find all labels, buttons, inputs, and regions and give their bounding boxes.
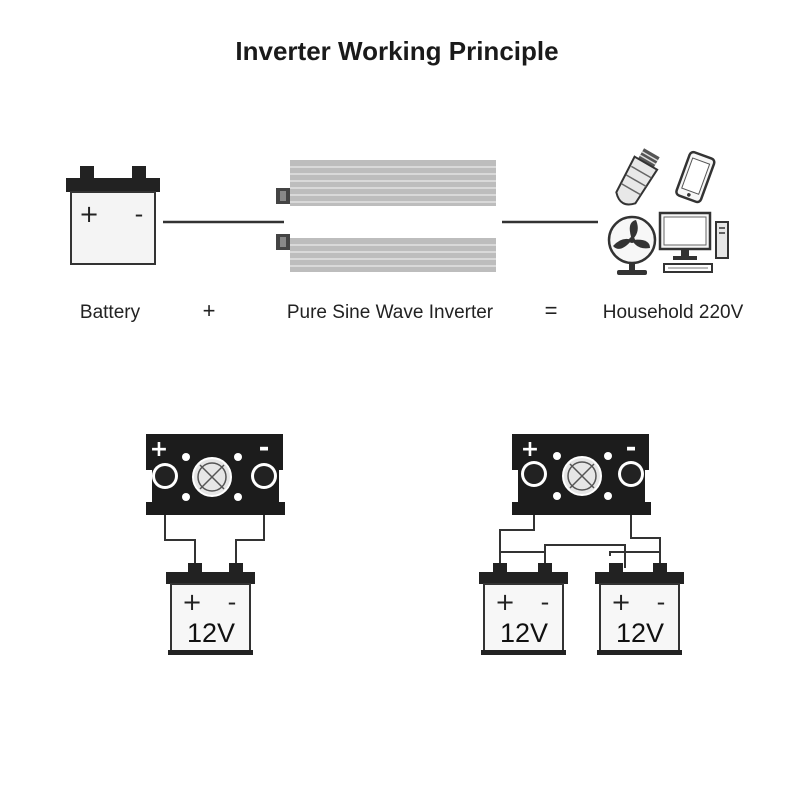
battery-label: Battery [80,302,141,323]
left-panel-fan-icon [182,453,242,501]
left-wiring [164,515,265,568]
inverter-panel-right: + - [512,433,651,515]
single-battery-voltage: 12V [187,618,235,648]
battery-a-negative-label: - [541,588,550,616]
battery-parallel-b: + - 12V [595,563,684,655]
fan-icon [607,215,657,275]
inverter-panel-left: + - [146,433,285,515]
battery-b-negative-label: - [657,588,666,616]
battery-single: + - 12V [166,563,255,655]
smartphone-icon [675,150,716,204]
top-battery-negative-label: - [135,200,144,228]
light-bulb-icon [615,148,660,206]
right-panel-negative-label: - [626,433,637,463]
battery-b-voltage: 12V [616,618,664,648]
top-battery-positive-label: + [79,200,99,228]
battery-a-voltage: 12V [500,618,548,648]
battery-a-positive-label: + [495,588,515,616]
left-panel-negative-label: - [259,433,270,463]
battery-b-positive-label: + [611,588,631,616]
inverter-icon [276,160,496,272]
battery-parallel-a: + - 12V [479,563,568,655]
right-panel-fan-icon [553,452,612,500]
single-battery-positive-label: + [182,588,202,616]
plus-sign: + [203,298,216,323]
inverter-label: Pure Sine Wave Inverter [287,302,494,323]
single-battery-negative-label: - [228,588,237,616]
desktop-computer-icon [658,211,729,273]
battery-icon: + - [66,166,160,265]
household-label: Household 220V [603,302,744,323]
equals-sign: = [545,298,558,323]
right-parallel-wiring [499,515,661,568]
diagram-title: Inverter Working Principle [235,36,558,66]
left-panel-positive-label: + [150,437,168,462]
right-panel-positive-label: + [521,437,539,462]
